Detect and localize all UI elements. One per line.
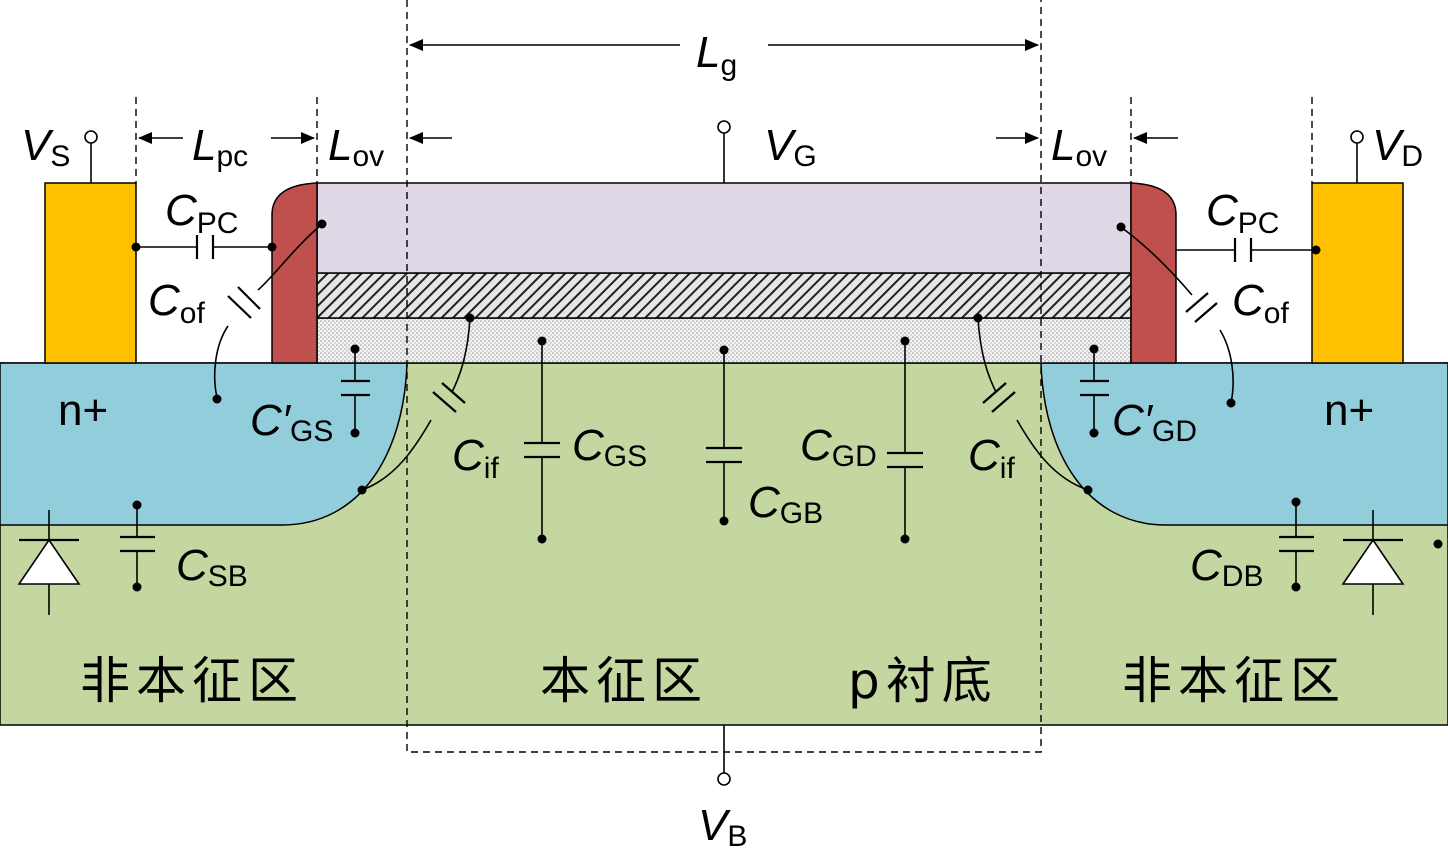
vd-terminal <box>1350 130 1364 183</box>
n-plus-left-label: n+ <box>58 386 108 435</box>
n-plus-right-label: n+ <box>1324 386 1374 435</box>
drain-contact <box>1311 182 1404 364</box>
cgd-prime-capacitor <box>1080 344 1109 438</box>
source-body-diode-icon <box>17 510 81 615</box>
cdb-capacitor <box>1279 497 1314 592</box>
cpc-right-capacitor <box>1176 238 1321 262</box>
lg-label: Lg <box>696 28 737 82</box>
cpc-left-capacitor <box>131 235 277 259</box>
vs-terminal <box>84 130 98 183</box>
gate-high-k-hatched-layer <box>316 272 1132 319</box>
lpc-label: Lpc <box>192 121 248 173</box>
cgs-prime-label: C′GS <box>250 396 333 448</box>
vg-label: VG <box>764 121 817 173</box>
cif-left-capacitor <box>357 313 475 495</box>
cof-right-capacitor <box>1116 222 1236 408</box>
csb-capacitor <box>120 500 155 592</box>
cgd-prime-label: C′GD <box>1112 396 1197 448</box>
cgs-prime-capacitor <box>341 344 370 438</box>
extrinsic-region-left-label: 非本征区 <box>80 652 304 710</box>
cgb-label: CGB <box>748 478 823 530</box>
cif-right-label: Cif <box>968 431 1015 485</box>
cof-right-label: Cof <box>1232 276 1289 330</box>
source-contact <box>44 182 137 364</box>
csb-label: CSB <box>176 541 248 593</box>
cif-left-label: Cif <box>452 431 499 485</box>
cof-left-label: Cof <box>148 276 205 330</box>
cif-right-capacitor <box>973 313 1093 495</box>
n-plus-source-region <box>0 362 408 526</box>
cpc-right-label: CPC <box>1206 186 1279 240</box>
cgd-capacitor <box>887 336 923 544</box>
right-spacer <box>1130 182 1177 364</box>
p-substrate-label: p衬底 <box>848 652 998 710</box>
drain-body-diode-icon <box>1341 510 1443 615</box>
left-spacer <box>271 182 318 364</box>
n-plus-drain-region <box>1040 362 1448 526</box>
intrinsic-region-label: 本征区 <box>540 652 708 710</box>
lov-left-label: Lov <box>328 121 384 173</box>
gate-electrode <box>316 182 1132 274</box>
lov-right-label: Lov <box>1051 121 1107 173</box>
cgd-label: CGD <box>800 421 877 473</box>
cdb-label: CDB <box>1190 541 1263 593</box>
vd-label: VD <box>1372 121 1423 173</box>
extrinsic-region-right-label: 非本征区 <box>1122 652 1346 710</box>
cof-left-capacitor <box>212 219 327 404</box>
cgs-label: CGS <box>572 421 647 473</box>
vs-label: VS <box>21 121 70 173</box>
vb-terminal <box>717 725 731 786</box>
vg-terminal <box>717 120 731 183</box>
cgb-capacitor <box>706 345 742 526</box>
vb-label: VB <box>698 801 747 853</box>
cpc-left-label: CPC <box>165 186 238 240</box>
cgs-capacitor <box>524 336 560 544</box>
